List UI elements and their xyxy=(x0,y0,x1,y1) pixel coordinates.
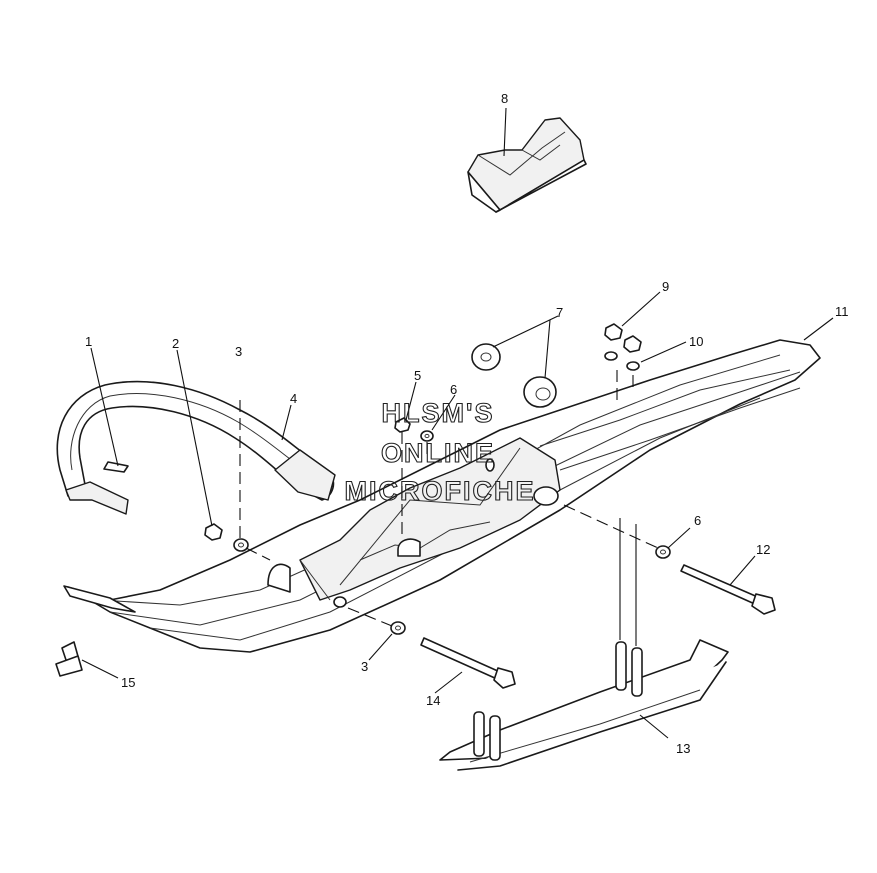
callout-6-upper: 6 xyxy=(450,382,457,397)
part-5-nut xyxy=(394,417,411,433)
part-2-nut xyxy=(204,523,223,541)
callout-6-lower: 6 xyxy=(694,513,701,528)
callout-12: 12 xyxy=(756,542,770,557)
watermark-line-3: MICROFICHE xyxy=(345,476,536,506)
part-10-washers xyxy=(604,351,640,371)
part-8-saddle xyxy=(467,117,587,213)
watermark-line-1: HLSM'S xyxy=(382,398,495,428)
part-6-washer-lower xyxy=(655,545,671,559)
part-11-ski-body xyxy=(63,339,821,653)
alignment-lines xyxy=(239,370,659,646)
callout-11: 11 xyxy=(835,304,849,319)
leader-lines xyxy=(81,107,834,739)
callout-4: 4 xyxy=(290,391,297,406)
callout-labels: 1 2 3 4 5 6 7 8 9 10 11 6 12 3 14 13 15 xyxy=(85,91,849,756)
watermark-line-2: ONLINE xyxy=(381,438,495,468)
callout-8: 8 xyxy=(501,91,508,106)
watermark: HLSM'S ONLINE MICROFICHE xyxy=(344,397,536,506)
callout-14: 14 xyxy=(426,693,440,708)
callout-9: 9 xyxy=(662,279,669,294)
callout-13: 13 xyxy=(676,741,690,756)
part-12-bolt xyxy=(680,564,776,615)
callout-3-upper: 3 xyxy=(235,344,242,359)
callout-5: 5 xyxy=(414,368,421,383)
part-6-washer-upper xyxy=(420,430,434,442)
part-3-washer-lower xyxy=(390,621,406,635)
part-14-bolt xyxy=(420,637,516,689)
part-7-bushing-upper xyxy=(471,343,501,371)
part-9-nuts xyxy=(604,323,642,353)
part-15-flange-bolt xyxy=(55,641,83,677)
callout-2: 2 xyxy=(172,336,179,351)
part-4-ski-loop xyxy=(56,380,336,515)
part-3-washer-upper xyxy=(233,538,249,552)
callout-10: 10 xyxy=(689,334,703,349)
callout-1: 1 xyxy=(85,334,92,349)
callout-3-lower: 3 xyxy=(361,659,368,674)
part-7-bushing-lower xyxy=(523,376,557,408)
part-13-wear-bar xyxy=(439,639,729,771)
callout-15: 15 xyxy=(121,675,135,690)
callout-7: 7 xyxy=(556,305,563,320)
